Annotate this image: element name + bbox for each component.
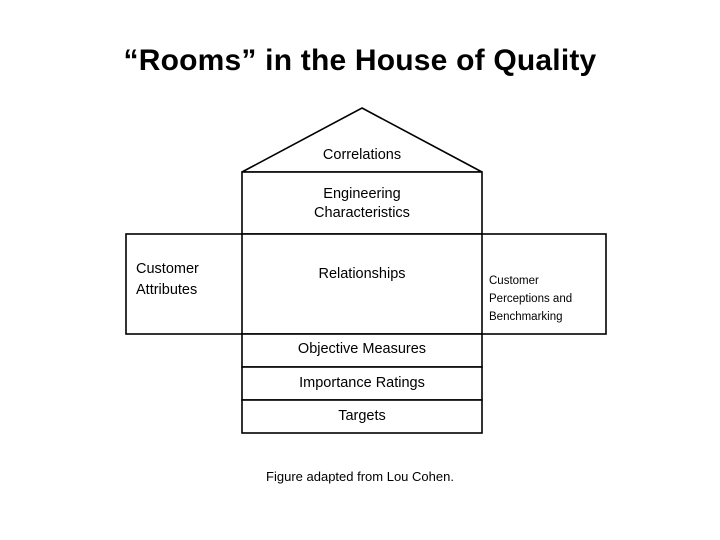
room-label-engineering-characteristics: Engineering Characteristics bbox=[250, 185, 474, 223]
room-label-correlations: Correlations bbox=[322, 147, 402, 163]
engineering-line-1: Engineering bbox=[323, 186, 401, 202]
room-label-customer-perceptions: Customer Perceptions and Benchmarking bbox=[489, 273, 601, 326]
room-label-customer-attributes: Customer Attributes bbox=[136, 259, 246, 301]
objective-measures-box bbox=[241, 333, 483, 368]
perceptions-line-2: Perceptions and bbox=[489, 292, 573, 305]
room-label-targets: Targets bbox=[338, 408, 386, 424]
figure-caption: Figure adapted from Lou Cohen. bbox=[266, 469, 454, 484]
page-title: “Rooms” in the House of Quality bbox=[123, 44, 597, 77]
engineering-line-2: Characteristics bbox=[314, 204, 410, 221]
room-label-importance-ratings: Importance Ratings bbox=[299, 375, 425, 391]
room-label-relationships: Relationships bbox=[318, 266, 406, 282]
customer-attributes-line-2: Attributes bbox=[136, 282, 198, 299]
targets-box bbox=[241, 399, 483, 434]
engineering-characteristics-box bbox=[241, 171, 483, 235]
customer-attributes-line-1: Customer bbox=[136, 261, 199, 277]
perceptions-line-3: Benchmarking bbox=[489, 310, 563, 323]
room-label-objective-measures: Objective Measures bbox=[297, 341, 427, 357]
perceptions-line-1: Customer bbox=[489, 275, 539, 287]
